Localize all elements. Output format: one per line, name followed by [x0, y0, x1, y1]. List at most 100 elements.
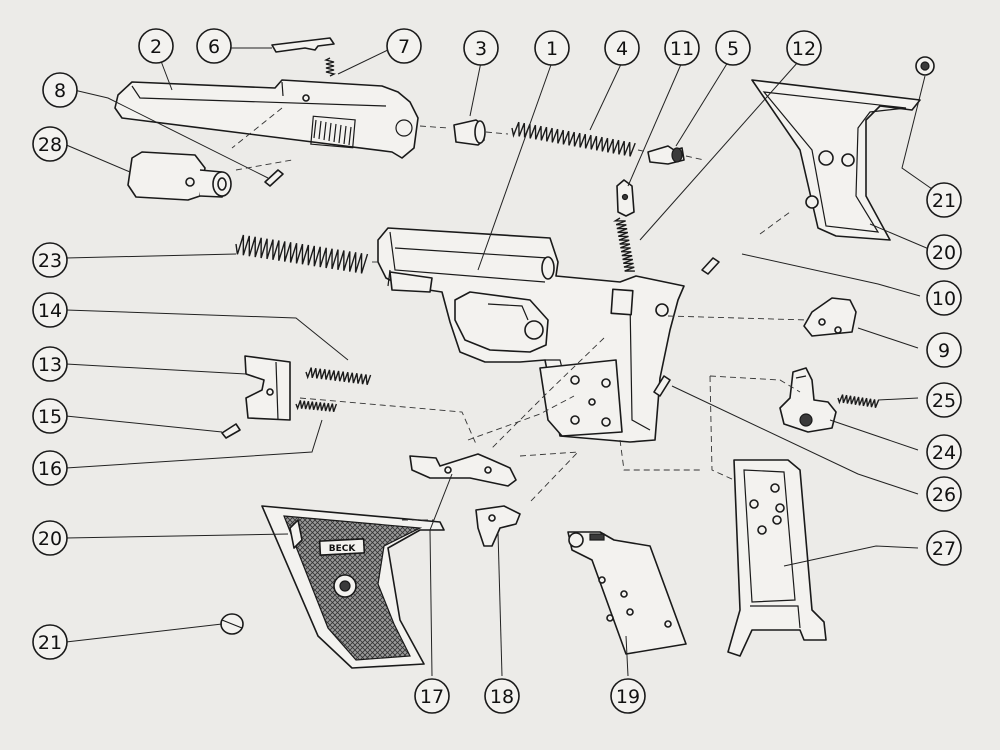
part-hammer: [779, 367, 837, 433]
callout-number: 3: [475, 38, 487, 60]
callout-c9: 9: [926, 332, 962, 368]
callout-number: 18: [490, 686, 514, 708]
part-trigger: [244, 355, 291, 421]
callout-c10: 10: [926, 280, 962, 316]
part-pin-15: [221, 423, 241, 439]
part-bushing: [453, 119, 486, 146]
callout-circle: [32, 126, 68, 162]
callout-circle: [32, 624, 68, 660]
callout-circle: [32, 450, 68, 486]
callout-circle: [138, 28, 174, 64]
callout-circle: [386, 28, 422, 64]
part-spring-25: [837, 394, 880, 408]
callout-number: 2: [150, 36, 162, 58]
callout-number: 20: [38, 528, 62, 550]
callout-number: 8: [54, 80, 66, 102]
callout-circle: [926, 280, 962, 316]
callout-number: 13: [38, 354, 62, 376]
callout-number: 26: [932, 484, 956, 506]
callout-c20b: 20: [32, 520, 68, 556]
callout-number: 21: [38, 632, 62, 654]
callout-number: 5: [727, 38, 739, 60]
callout-circle: [32, 242, 68, 278]
part-lever: [475, 505, 521, 547]
part-sear: [803, 297, 857, 337]
callout-number: 14: [38, 300, 62, 322]
callout-c23: 23: [32, 242, 68, 278]
callout-c6: 6: [196, 28, 232, 64]
callout-circle: [463, 30, 499, 66]
callout-circle: [32, 346, 68, 382]
part-frame: [377, 227, 685, 443]
callout-c3: 3: [463, 30, 499, 66]
part-spring-14: [305, 367, 372, 385]
callout-circle: [604, 30, 640, 66]
callout-c21b: 21: [32, 624, 68, 660]
part-firing-pin-spring: [612, 217, 635, 272]
callout-number: 23: [38, 250, 62, 272]
part-main-spring: [235, 234, 369, 274]
part-grip-screw-top: [915, 56, 935, 76]
callout-circle: [715, 30, 751, 66]
part-grip-screw-bottom: [220, 613, 244, 635]
callout-number: 9: [938, 340, 950, 362]
callout-number: 15: [38, 406, 62, 428]
callout-c26: 26: [926, 476, 962, 512]
callout-circle: [32, 398, 68, 434]
callout-c1: 1: [534, 30, 570, 66]
callout-circle: [926, 530, 962, 566]
part-pin-10: [701, 257, 720, 275]
callout-circle: [664, 30, 700, 66]
callout-c4: 4: [604, 30, 640, 66]
part-side-plate: [567, 531, 687, 655]
callout-circle: [786, 30, 822, 66]
callout-number: 28: [38, 134, 62, 156]
part-spring-16: [295, 400, 338, 413]
callout-circle: [534, 30, 570, 66]
callout-circle: [196, 28, 232, 64]
callout-c14: 14: [32, 292, 68, 328]
callout-c16: 16: [32, 450, 68, 486]
part-extractor-spring: [323, 57, 337, 77]
callout-number: 21: [932, 190, 956, 212]
callout-number: 6: [208, 36, 220, 58]
part-firing-pin: [616, 179, 635, 217]
callout-circle: [926, 332, 962, 368]
part-recoil-spring: [511, 121, 636, 157]
callout-circle: [42, 72, 78, 108]
callout-c7: 7: [386, 28, 422, 64]
callout-c25: 25: [926, 382, 962, 418]
callout-number: 20: [932, 242, 956, 264]
callout-circle: [926, 182, 962, 218]
callout-c2: 2: [138, 28, 174, 64]
callout-number: 1: [546, 38, 558, 60]
part-magazine: [727, 459, 827, 657]
callout-number: 10: [932, 288, 956, 310]
part-slide: [114, 79, 419, 159]
callout-circle: [926, 234, 962, 270]
callout-number: 4: [616, 38, 628, 60]
callout-c20a: 20: [926, 234, 962, 270]
callout-circle: [32, 520, 68, 556]
callout-c18: 18: [484, 678, 520, 714]
callout-c8: 8: [42, 72, 78, 108]
callout-c5: 5: [715, 30, 751, 66]
callout-circle: [610, 678, 646, 714]
callout-c21a: 21: [926, 182, 962, 218]
callout-circle: [926, 476, 962, 512]
part-pin-26: [653, 375, 671, 397]
callout-number: 19: [616, 686, 640, 708]
callout-c28: 28: [32, 126, 68, 162]
assembly-guides: [231, 107, 809, 521]
callout-number: 17: [420, 686, 444, 708]
callout-c12: 12: [786, 30, 822, 66]
leader-lines: [63, 47, 943, 677]
callout-circle: [32, 292, 68, 328]
callout-c27: 27: [926, 530, 962, 566]
callout-number: 25: [932, 390, 956, 412]
callout-number: 11: [670, 38, 694, 60]
callout-circle: [926, 382, 962, 418]
